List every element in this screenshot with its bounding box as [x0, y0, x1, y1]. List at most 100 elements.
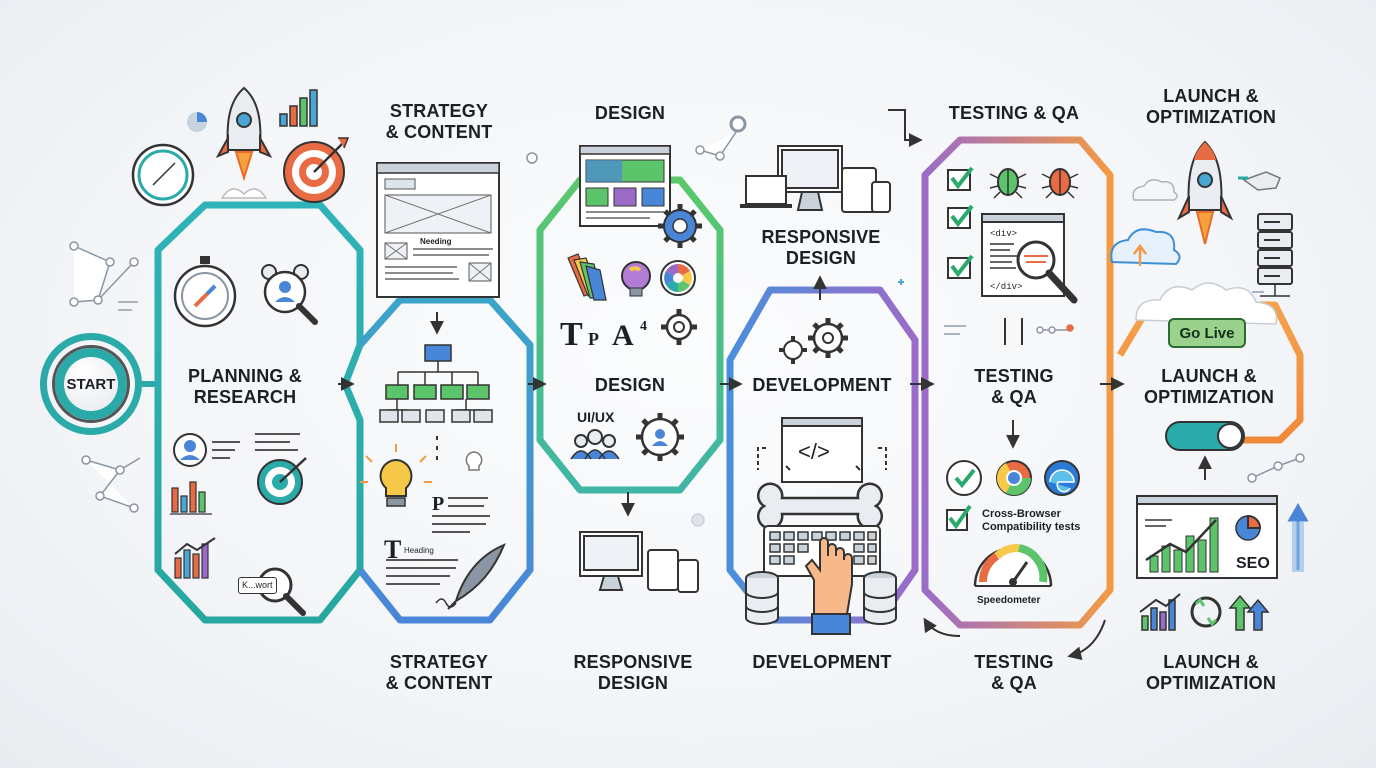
rocket-icon — [215, 86, 273, 199]
label-development-mid: DEVELOPMENT — [748, 375, 896, 396]
label-strategy-content-bottom: STRATEGY & CONTENT — [372, 652, 506, 694]
launch-rocket-icon — [1176, 140, 1234, 245]
strategy-loop — [357, 296, 534, 624]
line-chart-icon — [174, 537, 216, 579]
svg-text:P: P — [588, 329, 599, 349]
planning-loop — [154, 201, 364, 624]
cursor-hand-icon — [1238, 171, 1281, 191]
label-line: & CONTENT — [385, 122, 493, 142]
heading-t-glyph: T — [384, 535, 402, 564]
label-line: & QA — [991, 387, 1037, 407]
seo-text: SEO — [1236, 555, 1270, 572]
team-icon — [570, 429, 620, 460]
go-live-label: Go Live — [1179, 324, 1235, 342]
label-planning-research: PLANNING & RESEARCH — [178, 366, 312, 408]
start-button[interactable]: START — [52, 345, 130, 423]
label-line: TESTING — [974, 366, 1054, 386]
color-wheel-icon — [660, 260, 696, 296]
label-line: & CONTENT — [385, 673, 493, 693]
flow-arrows — [338, 109, 1212, 661]
label-line: OPTIMIZATION — [1143, 387, 1275, 407]
database-left-icon — [745, 571, 779, 625]
devices-top-icon — [740, 145, 891, 213]
paragraph-icon — [432, 497, 490, 533]
gears-icon — [779, 318, 848, 364]
target-small-icon — [257, 457, 307, 505]
bulb-color-icon — [621, 261, 651, 297]
lightbulb-icon — [360, 444, 432, 507]
pie-chart-icon — [187, 112, 207, 132]
label-line: DEVELOPMENT — [752, 375, 892, 395]
label-line: STRATEGY — [389, 652, 489, 672]
bar-chart-icon — [279, 89, 318, 127]
div-close-text: </div> — [990, 282, 1023, 292]
label-line: & QA — [991, 673, 1037, 693]
label-development-bottom: DEVELOPMENT — [748, 652, 896, 673]
label-line: OPTIMIZATION — [1145, 673, 1277, 693]
svg-text:4: 4 — [640, 319, 647, 334]
text-lines-icon — [255, 433, 300, 451]
label-launch-optimization-bottom: LAUNCH & OPTIMIZATION — [1136, 652, 1286, 694]
design-mockup-icon — [579, 145, 671, 227]
testing-loop — [921, 136, 1114, 629]
svg-text:T: T — [560, 316, 583, 353]
label-line: LAUNCH & — [1163, 652, 1259, 672]
compass-icon — [131, 143, 195, 207]
network-nodes-decor — [69, 115, 1305, 527]
node-dots-icon — [1036, 324, 1074, 334]
label-responsive-design-bottom: RESPONSIVE DESIGN — [560, 652, 706, 694]
stopwatch-icon — [173, 256, 237, 328]
sitemap-icon — [379, 344, 493, 460]
toggle-switch-icon — [1165, 421, 1245, 451]
label-testing-qa-top: TESTING & QA — [940, 103, 1088, 124]
label-design-mid: DESIGN — [570, 375, 690, 396]
label-line: TESTING & QA — [948, 103, 1080, 123]
label-line: OPTIMIZATION — [1145, 107, 1277, 127]
uiux-text: UI/UX — [577, 409, 615, 425]
target-icon — [283, 137, 350, 203]
label-design-top: DESIGN — [570, 103, 690, 124]
label-line: DESIGN — [594, 103, 666, 123]
hand-icon — [804, 537, 853, 635]
checklist-icon — [947, 166, 974, 279]
server-icon — [1257, 213, 1293, 297]
code-window-icon — [757, 417, 887, 483]
cloud-outline-icon — [1132, 179, 1178, 201]
label-launch-optimization-mid: LAUNCH & OPTIMIZATION — [1134, 366, 1284, 408]
responsive-devices-icon — [579, 531, 699, 593]
label-line: STRATEGY — [389, 101, 489, 121]
gear-icon — [658, 204, 702, 248]
code-inspect-window-icon — [981, 213, 1078, 304]
go-live-button[interactable]: Go Live — [1168, 318, 1246, 348]
svg-text:A: A — [612, 319, 634, 352]
label-line: TESTING — [974, 652, 1054, 672]
edge-icon — [1044, 460, 1080, 496]
bug-red-icon — [1041, 168, 1079, 199]
cloud-upload-icon — [1110, 228, 1181, 266]
label-line: DESIGN — [785, 248, 857, 268]
up-arrow-icon — [1287, 502, 1309, 572]
database-right-icon — [863, 571, 897, 625]
code-tag-text: </> — [798, 439, 830, 464]
label-launch-optimization-top: LAUNCH & OPTIMIZATION — [1136, 86, 1286, 128]
label-line: RESEARCH — [193, 387, 297, 407]
wireframe-page-icon — [376, 162, 500, 298]
bug-green-icon — [989, 168, 1027, 199]
cross-browser-text-1: Cross-Browser — [982, 508, 1061, 520]
gear-user-icon — [636, 413, 684, 461]
label-responsive-design-top: RESPONSIVE DESIGN — [748, 227, 894, 269]
check-circle-icon — [946, 460, 982, 496]
chrome-icon — [996, 460, 1032, 496]
label-line: RESPONSIVE — [573, 652, 693, 672]
quill-icon — [435, 543, 506, 610]
start-ring — [40, 333, 142, 435]
label-line: DEVELOPMENT — [752, 652, 892, 672]
label-testing-qa-mid: TESTING & QA — [950, 366, 1078, 408]
cross-browser-text-2: Compatibility tests — [982, 521, 1081, 533]
label-line: DESIGN — [597, 673, 669, 693]
user-search-icon — [261, 264, 318, 325]
checkbox-icon — [946, 504, 972, 531]
typography-icon: T P A 4 — [560, 316, 647, 353]
wrench-icon — [757, 482, 883, 530]
